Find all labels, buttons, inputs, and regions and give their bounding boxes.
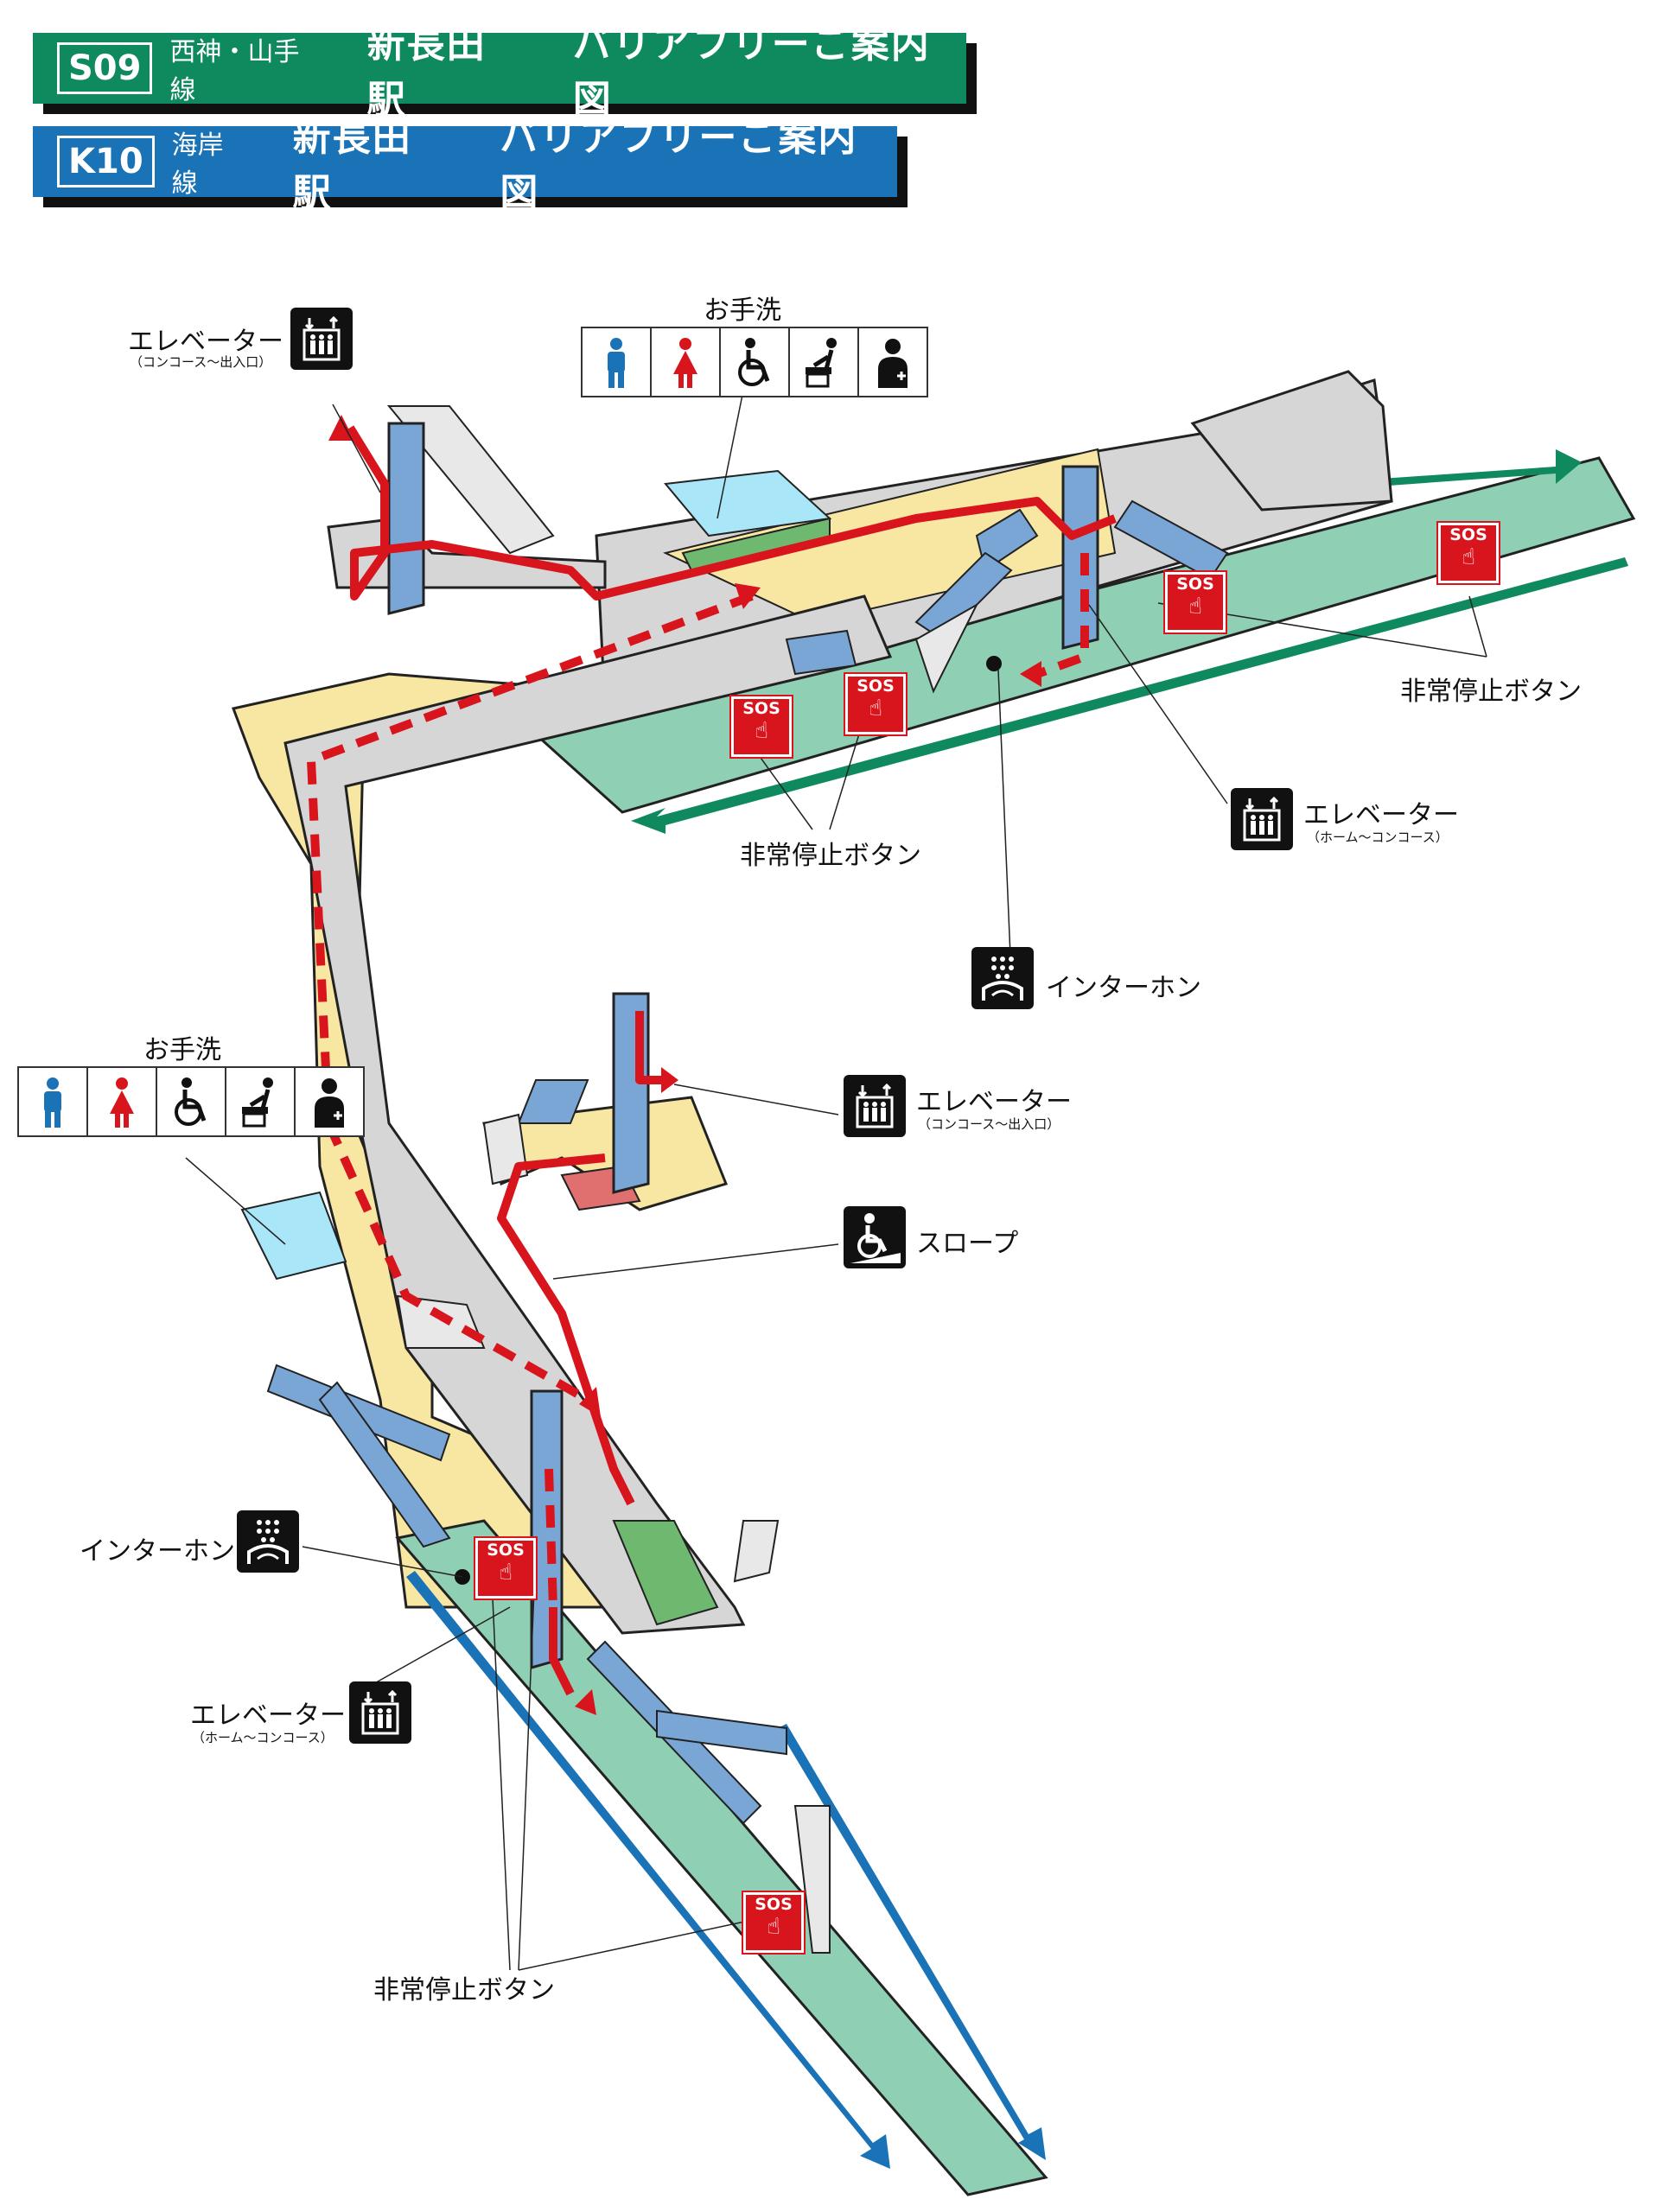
intercom-icon [237,1510,299,1573]
slope-icon [844,1206,906,1268]
female-toilet-icon [88,1068,157,1135]
toilet-top-label: お手洗 [704,296,781,326]
elevator-platform-top-sublabel: （ホーム～コンコース） [1307,830,1449,845]
elevator-mid-label: エレベーター [916,1087,1072,1117]
baby-changing-icon [790,328,859,396]
route-solid-ramp [497,1154,635,1506]
sos-button-icon: SOS☝ [729,695,793,759]
sos-label: SOS [857,677,895,696]
escalator [517,1079,589,1124]
stairs [793,1805,831,1954]
station-name: 新長田駅 [292,116,412,215]
intercom-top-label: インターホン [1046,973,1201,1003]
sos-button-icon: SOS☝ [844,672,908,736]
elevator-icon [1231,788,1293,850]
sos-button-icon: SOS☝ [1163,570,1227,634]
mid-entrance [482,1096,729,1211]
stairs [733,1520,780,1583]
toilet-left-label: お手洗 [143,1035,221,1065]
sos-label: SOS [487,1541,525,1560]
kaigan-platform [395,1519,1048,2196]
sos-label: SOS [1449,525,1487,544]
intercom-bottom-label: インターホン [80,1536,235,1567]
baby-changing-icon [226,1068,296,1135]
escalator [785,629,857,676]
track-arrow-south-right [778,1724,1046,2160]
kaigan-line-banner: K10 海岸線 新長田駅 バリアフリーご案内図 [33,116,897,215]
stairs [914,602,979,694]
emergency-stop-label-center: 非常停止ボタン [740,841,921,871]
route-arrowhead [735,583,761,609]
route-arrowhead [661,1067,678,1093]
sos-button-icon: SOS☝ [742,1891,806,1955]
track-arrow-west [631,557,1628,834]
elevator-top-sublabel: （コンコース～出入口） [130,354,272,370]
route-solid-lower [549,1607,575,1696]
male-toilet-icon [19,1068,88,1135]
male-toilet-icon [583,328,652,396]
route-arrowhead [575,1689,596,1715]
corridor-gray [283,594,893,1635]
line-code-badge: S09 [57,42,153,94]
elevator-icon [844,1075,906,1137]
ostomate-icon [296,1068,363,1135]
route-arrowhead [328,415,354,441]
sos-label: SOS [755,1895,793,1914]
green-patch-bottom [612,1520,719,1626]
route-dashed-main [306,592,754,1404]
wheelchair-icon [721,328,790,396]
route-arrowhead [1020,661,1041,687]
toilet-left [240,1191,347,1281]
slope-label: スロープ [916,1229,1019,1259]
route-arrowhead [579,1387,601,1417]
wheelchair-icon [157,1068,226,1135]
female-toilet-icon [652,328,721,396]
route-solid-top [346,425,1117,601]
escalator [318,1381,451,1548]
ostomate-icon [859,328,927,396]
elevator-icon [349,1681,411,1744]
upper-concourse-annex [1190,370,1393,512]
elevator-platform-bottom-label: エレベーター [190,1700,346,1731]
toilet-facilities-top [581,327,928,397]
line-name: 西神・山手線 [169,37,300,105]
sos-button-icon: SOS☝ [1436,521,1500,585]
elevator-icon [290,308,353,370]
route-solid-mid [635,1011,666,1084]
emergency-stop-label-bottom: 非常停止ボタン [373,1975,555,2005]
elevator-top-label: エレベーター [128,327,283,357]
seishin-line-banner: S09 西神・山手線 新長田駅 バリアフリーご案内図 [33,22,966,122]
intercom-point [986,656,1002,671]
upper-yellow-area [662,448,1117,624]
elevator-mid-sublabel: （コンコース～出入口） [918,1116,1060,1132]
emergency-stop-label-right: 非常停止ボタン [1400,677,1582,707]
intercom-icon [971,947,1034,1009]
toilet-facilities-left [17,1066,365,1137]
station-name: 新長田駅 [366,22,487,122]
elevator-platform-bottom-sublabel: （ホーム～コンコース） [192,1730,334,1745]
sos-label: SOS [1176,575,1214,594]
guide-title: バリアフリーご案内図 [500,116,858,215]
elevator-shaft-top [387,422,425,615]
escalator [656,1709,787,1756]
guide-title: バリアフリーご案内図 [572,22,931,122]
route-dashed-lower [545,1468,557,1608]
sos-button-icon: SOS☝ [474,1536,538,1600]
track-arrow-south-left [406,1571,890,2169]
stairs [386,405,555,555]
line-name: 海岸線 [171,130,224,199]
sos-label: SOS [742,699,780,718]
line-code-badge: K10 [57,136,155,188]
elevator-platform-top-label: エレベーター [1303,800,1459,830]
stairs [396,1294,486,1349]
